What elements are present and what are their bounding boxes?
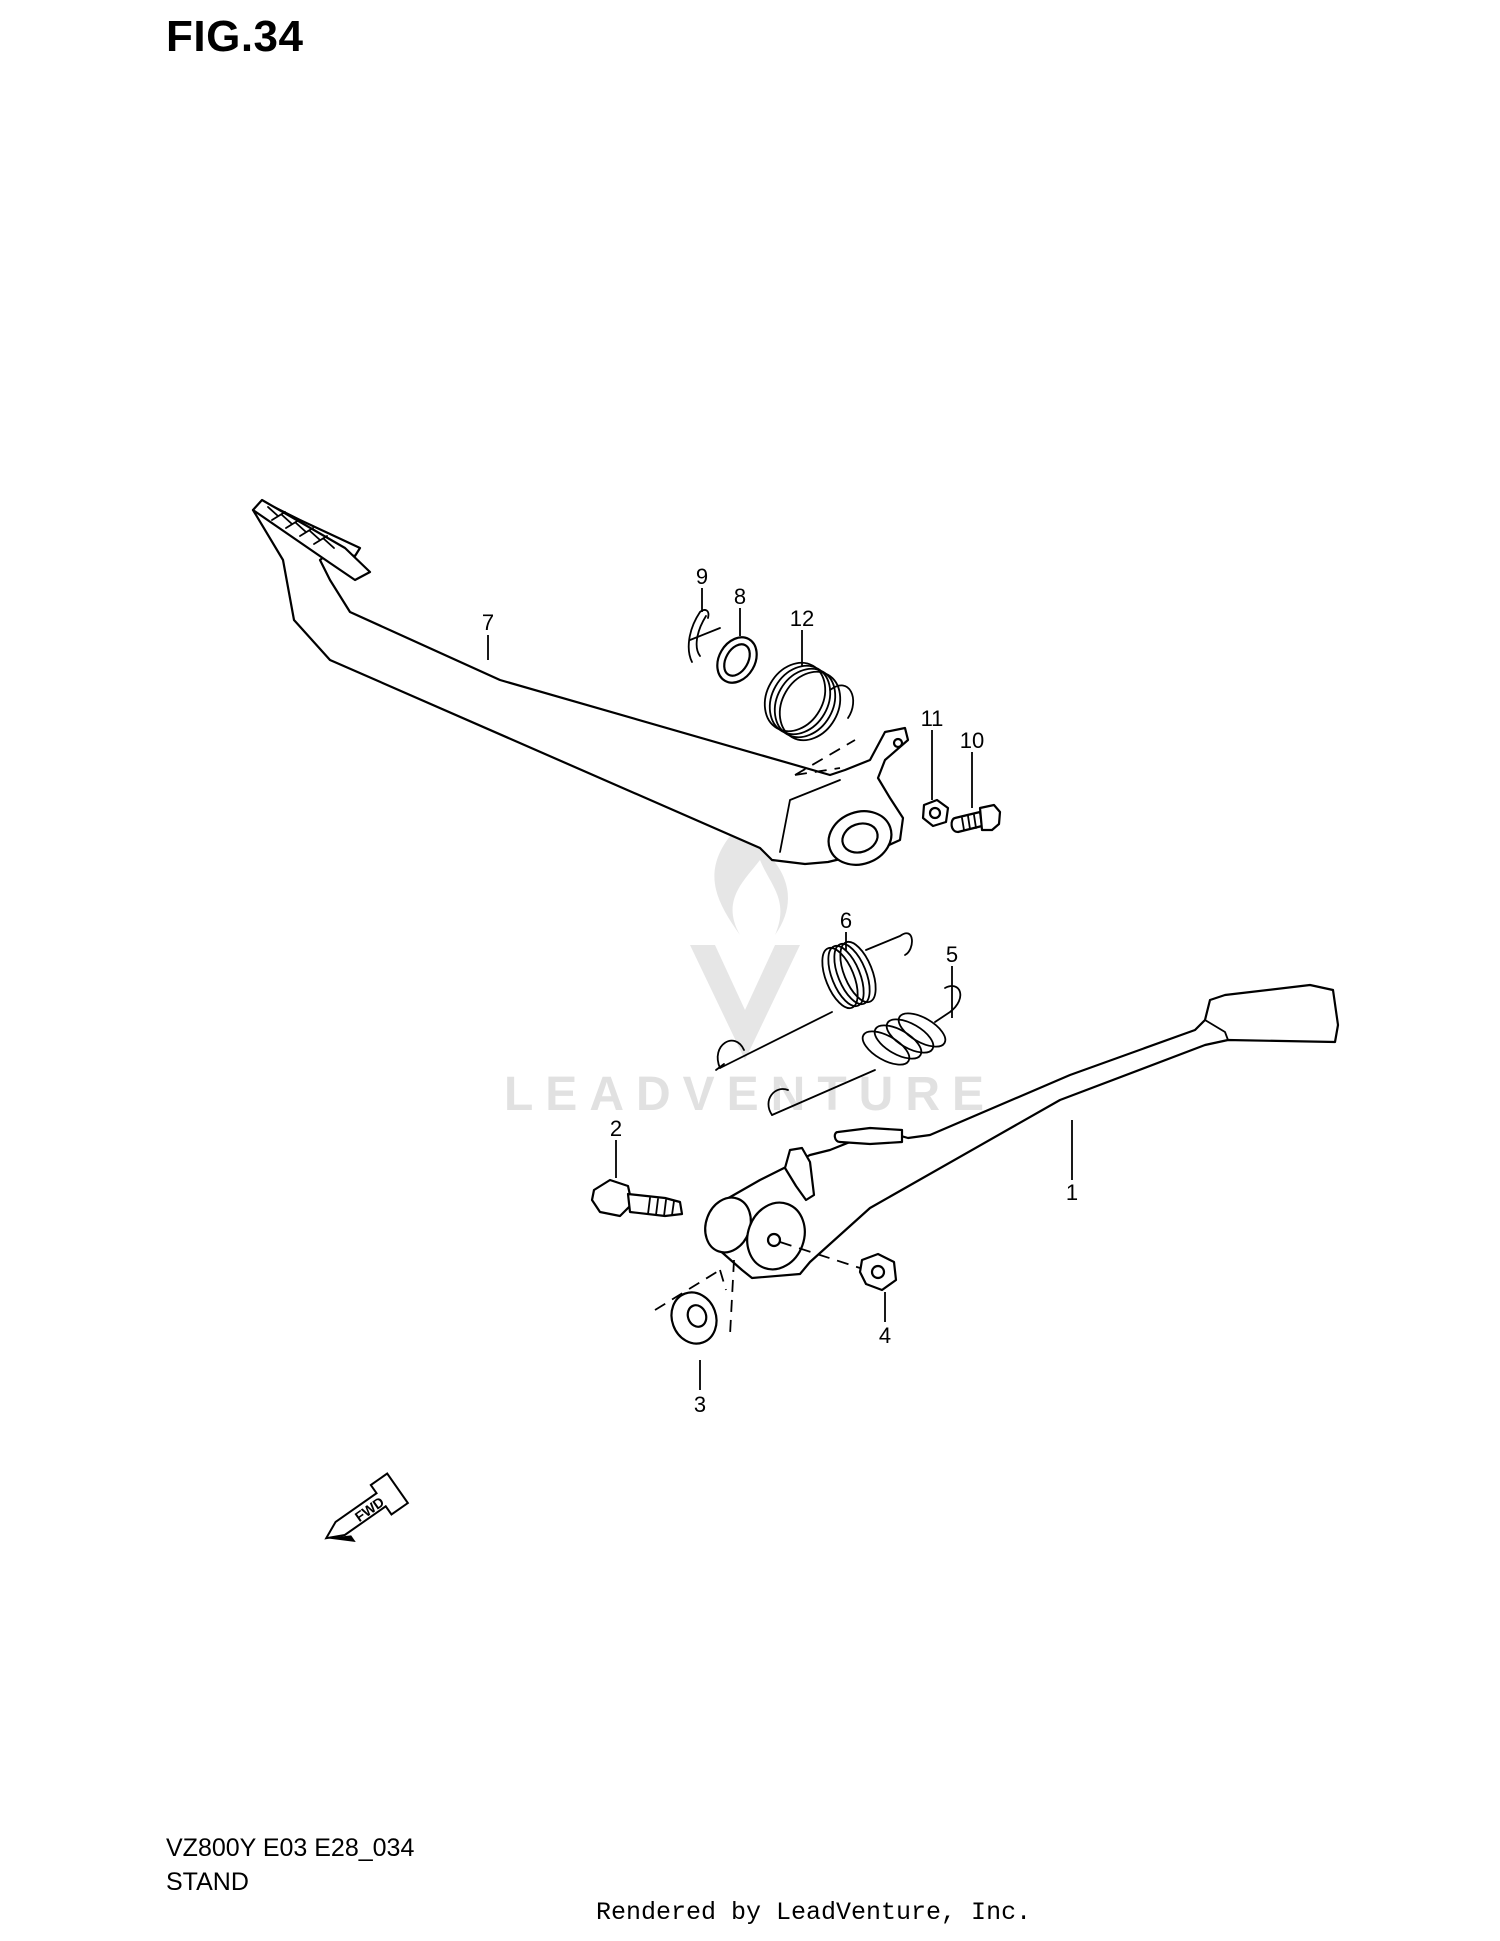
part-7-brake-pedal [251, 498, 910, 866]
part-1-side-stand [704, 983, 1340, 1280]
figure-title: FIG.34 [166, 12, 304, 61]
part-9-clip [687, 609, 721, 663]
callout-1: 1 [1066, 1180, 1078, 1205]
part-2-pivot-bolt [590, 1178, 684, 1218]
callout-10: 10 [960, 728, 984, 753]
part-5-spring [767, 985, 962, 1116]
callout-4: 4 [879, 1323, 891, 1348]
part-8-washer [716, 636, 758, 684]
callout-8: 8 [734, 584, 746, 609]
model-code: VZ800Y E03 E28_034 [166, 1834, 415, 1862]
flame-v-logo-icon [690, 830, 800, 1060]
part-12-spring [763, 661, 855, 742]
callout-3: 3 [694, 1392, 706, 1417]
part-11-nut [921, 798, 950, 828]
callout-11: 11 [921, 706, 944, 731]
callout-12: 12 [790, 606, 814, 631]
callout-labels: 1 2 3 4 5 6 7 8 9 10 11 12 [482, 564, 1078, 1417]
part-10-bolt [950, 803, 1002, 834]
fwd-arrow-icon: FWD [324, 1472, 410, 1542]
callout-6: 6 [840, 908, 852, 933]
watermark-text: LEADVENTURE [504, 1068, 996, 1121]
callout-5: 5 [946, 942, 958, 967]
watermark: LEADVENTURE [504, 830, 996, 1121]
callout-7: 7 [482, 610, 494, 635]
part-4-nut [779, 1241, 898, 1292]
callout-leaders [487, 588, 1073, 1390]
part-3-washer [654, 1259, 735, 1345]
section-name: STAND [166, 1868, 249, 1896]
callout-2: 2 [610, 1116, 622, 1141]
callout-9: 9 [696, 564, 708, 589]
render-credit: Rendered by LeadVenture, Inc. [596, 1898, 1032, 1927]
